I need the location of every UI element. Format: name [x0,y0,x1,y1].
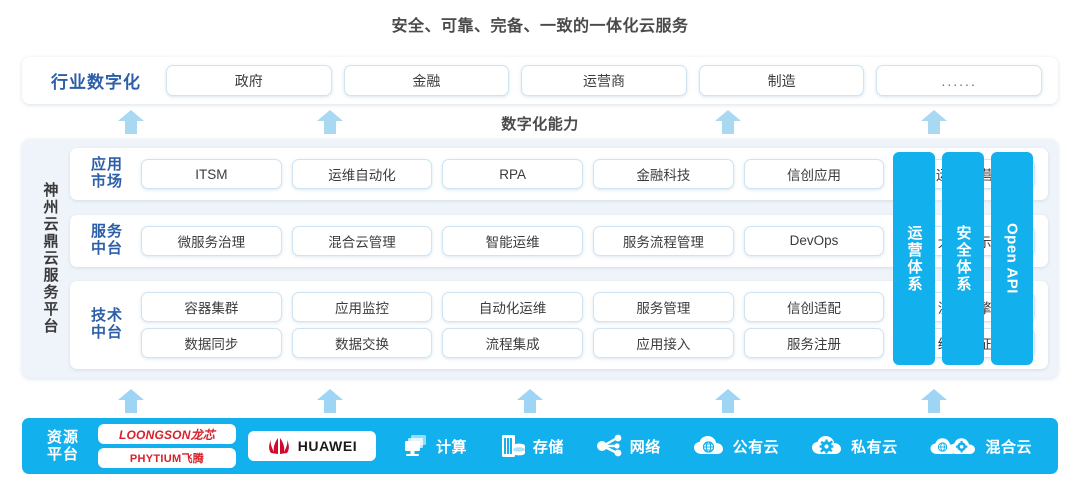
industry-item-telecom[interactable]: 运营商 [521,65,687,96]
resource-label-line1: 资源 [46,428,79,446]
chip-service-process-management[interactable]: 服务流程管理 [593,225,734,256]
layer-name-line2: 中台 [90,239,123,257]
chip-data-sync[interactable]: 数据同步 [141,328,282,358]
capability-label: 数字化能力 [501,116,579,133]
chip-data-exchange[interactable]: 数据交换 [291,328,433,358]
resource-item-public-cloud[interactable]: 公有云 [693,434,780,458]
loongson-logo[interactable]: LOONGSON龙芯 [98,424,236,444]
arrow-up-lower-4 [715,389,741,413]
resource-item-label: 公有云 [732,438,780,456]
hybrid-cloud-icon [930,438,976,454]
public-cloud-icon [693,436,723,454]
arrow-up-4 [921,110,947,134]
chip-fintech[interactable]: 金融科技 [593,159,734,189]
vertical-pillars: 运营体系 安全体系 Open API [893,152,1033,365]
chip-rpa[interactable]: RPA [442,159,584,189]
resource-platform-bar: 资源 平台 LOONGSON龙芯 PHYTIUM飞腾 HUAWEI [22,418,1058,474]
chip-hybrid-cloud-management[interactable]: 混合云管理 [291,225,433,256]
arrow-up-lower-2 [317,389,343,413]
huawei-flower-icon [268,438,289,454]
layer-name-service-platform: 服务 中台 [78,222,136,258]
industry-item-manufacturing[interactable]: 制造 [698,65,865,96]
resource-item-label: 私有云 [851,438,898,456]
resource-item-label: 计算 [435,438,467,456]
layer-service-platform: 服务 中台 微服务治理 混合云管理 智能运维 服务流程管理 DevOps 大屏展… [70,214,1048,267]
layer-name-app-market: 应用 市场 [78,156,136,191]
resource-item-label: 网络 [629,438,661,456]
arrow-up-lower-1 [118,389,144,413]
chip-app-monitoring[interactable]: 应用监控 [291,292,433,322]
arrow-up-lower-3 [517,389,543,413]
resource-item-compute[interactable]: 计算 [402,433,467,459]
pillar-label: 安全体系 [954,224,972,293]
chip-container-cluster[interactable]: 容器集群 [141,292,282,322]
arrow-up-lower-5 [921,389,947,413]
layer-name-line1: 技术 [90,307,123,325]
phytium-logo[interactable]: PHYTIUM飞腾 [98,448,236,468]
pillar-label: 运营体系 [905,224,923,293]
chip-xinchuang-app[interactable]: 信创应用 [743,159,885,189]
huawei-logo-text: HUAWEI [297,438,358,454]
network-icon [596,434,622,457]
pillar-label: Open API [1003,223,1021,294]
arrow-up-3 [715,110,741,134]
chip-ops-automation[interactable]: 运维自动化 [291,159,433,189]
layer-name-line2: 中台 [90,324,123,341]
pillar-security-system[interactable]: 安全体系 [942,152,984,365]
compute-icon [404,435,426,456]
chip-service-registry[interactable]: 服务注册 [743,328,885,358]
resource-item-label: 存储 [532,438,564,456]
industry-item-more[interactable]: ...... [876,65,1042,96]
pillar-open-api[interactable]: Open API [991,152,1033,365]
phytium-logo-text: PHYTIUM飞腾 [129,453,205,465]
industry-label: 行业数字化 [51,73,141,92]
chip-app-access[interactable]: 应用接入 [593,328,734,358]
platform-label: 神州云鼎云服务平台 [41,182,59,335]
resource-item-label: 混合云 [985,438,1032,456]
arrow-up-2 [317,110,343,134]
loongson-logo-text: LOONGSON龙芯 [118,427,215,442]
vendor-logo-stack: LOONGSON龙芯 PHYTIUM飞腾 [98,424,236,468]
huawei-logo[interactable]: HUAWEI [248,431,376,461]
chip-devops[interactable]: DevOps [743,225,885,256]
storage-icon [501,435,525,457]
industry-item-finance[interactable]: 金融 [343,65,510,96]
resource-item-private-cloud[interactable]: 私有云 [811,434,898,458]
resource-item-network[interactable]: 网络 [596,433,661,459]
chip-xinchuang-adaptation[interactable]: 信创适配 [743,292,885,322]
resource-item-storage[interactable]: 存储 [499,433,564,459]
layer-name-line1: 服务 [90,222,123,240]
chip-process-integration[interactable]: 流程集成 [442,328,584,358]
resource-label: 资源 平台 [32,429,94,464]
industry-row: 行业数字化 政府 金融 运营商 制造 ...... [22,57,1058,104]
industry-item-government[interactable]: 政府 [166,65,332,96]
resource-label-line2: 平台 [46,446,79,463]
resource-items: 计算 存储 [386,433,1048,459]
chip-aiops[interactable]: 智能运维 [442,225,584,256]
layer-name-line1: 应用 [90,156,123,174]
arrow-up-1 [118,110,144,134]
private-cloud-icon [812,436,842,454]
layer-name-line2: 市场 [90,173,123,190]
chip-microservice-governance[interactable]: 微服务治理 [141,225,282,256]
layer-name-tech-platform: 技术 中台 [78,307,136,342]
chip-automated-ops[interactable]: 自动化运维 [442,292,584,322]
resource-item-hybrid-cloud[interactable]: 混合云 [929,434,1032,458]
page-title: 安全、可靠、完备、一致的一体化云服务 [391,18,689,35]
chip-service-management[interactable]: 服务管理 [593,292,734,322]
pillar-operations-system[interactable]: 运营体系 [893,152,935,365]
chip-itsm[interactable]: ITSM [141,159,282,189]
